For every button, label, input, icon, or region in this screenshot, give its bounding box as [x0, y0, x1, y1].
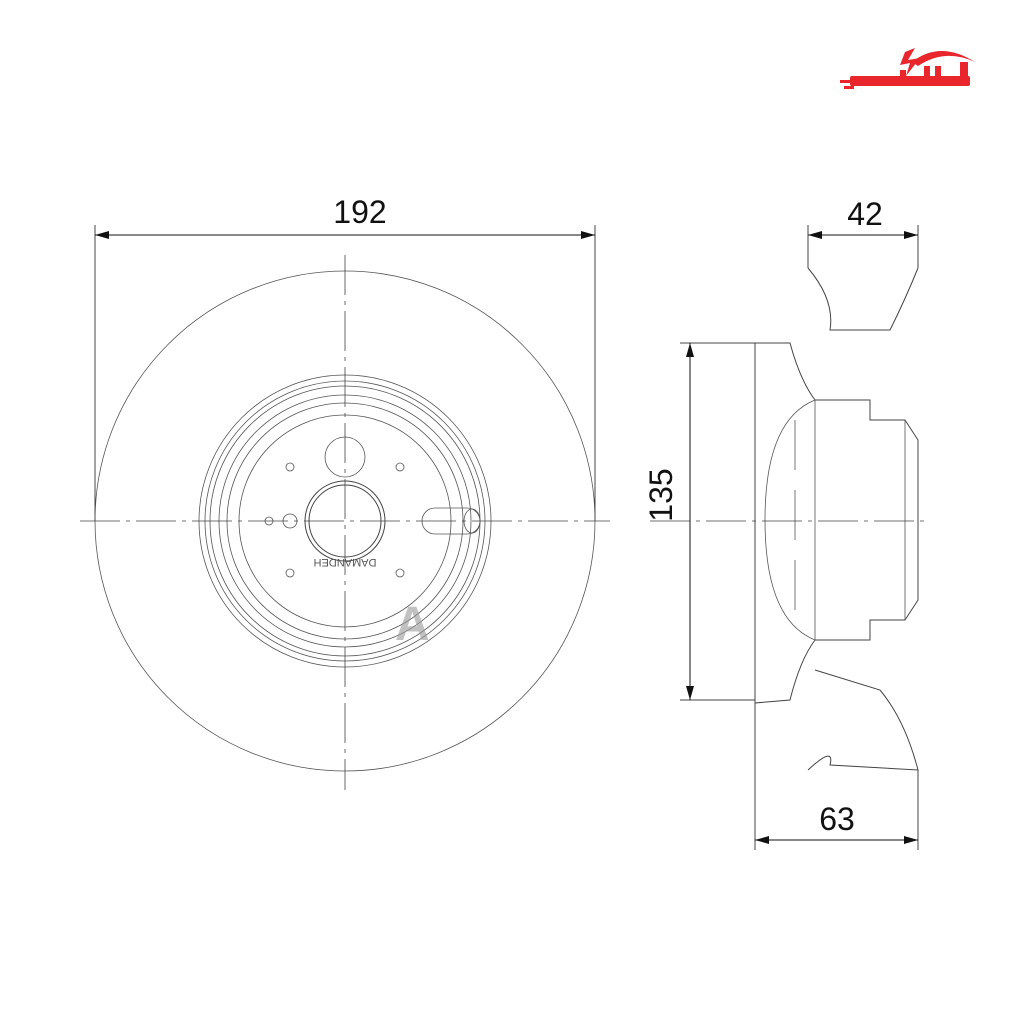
company-logo: [840, 48, 975, 89]
dimension-135: 135: [643, 342, 755, 701]
front-view: DAMANDEH A: [80, 255, 610, 790]
svg-text:135: 135: [643, 468, 679, 521]
svg-text:192: 192: [333, 194, 386, 230]
svg-text:63: 63: [819, 801, 855, 837]
side-view: [650, 267, 930, 771]
svg-text:42: 42: [847, 196, 883, 232]
dimension-42: 42: [807, 196, 919, 268]
watermark: A: [395, 598, 430, 651]
dimension-63: 63: [754, 703, 919, 850]
dimension-192: 192: [94, 194, 596, 521]
